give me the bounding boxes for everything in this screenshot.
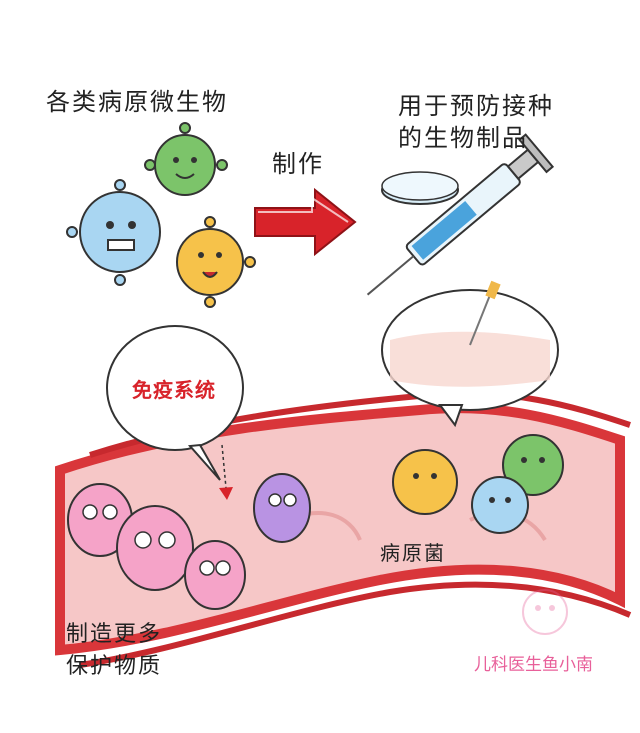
immune-cell-icon [67, 473, 311, 610]
vaccine-label-line1: 用于预防接种 [398, 92, 554, 120]
injection-bubble-icon [381, 280, 559, 428]
speech-bubble-icon [106, 325, 244, 481]
protect-label-line1: 制造更多 [66, 622, 163, 647]
immune-system-label: 免疫系统 [132, 378, 216, 402]
watermark-logo [522, 589, 568, 635]
vaccine-label-line2: 的生物制品 [398, 124, 528, 152]
make-label: 制作 [272, 150, 324, 178]
pathogen-virus-icon [392, 434, 564, 534]
petri-dish-icon [381, 171, 459, 205]
pointer-arrow-icon [219, 444, 233, 500]
pathogen-label: 病原菌 [380, 541, 446, 565]
virus-icon [66, 122, 256, 308]
arrow-icon [254, 187, 357, 257]
protect-label-line2: 保护物质 [66, 654, 163, 679]
watermark-text: 儿科医生鱼小南 [474, 655, 593, 675]
syringe-icon [366, 133, 555, 296]
microbes-label: 各类病原微生物 [46, 88, 228, 116]
